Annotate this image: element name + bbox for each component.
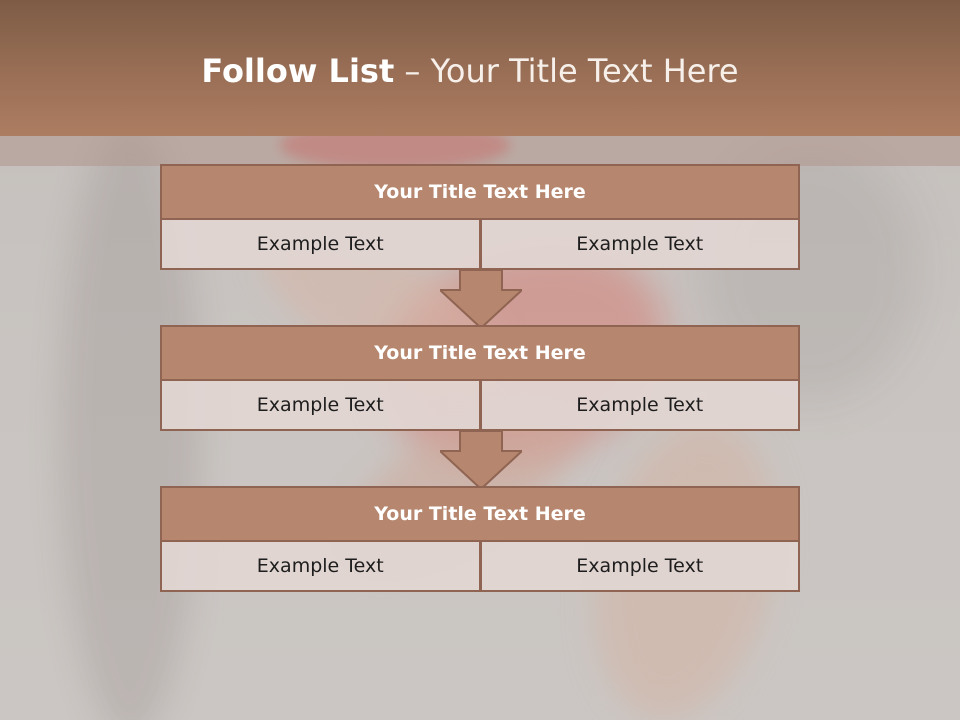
block-row: Example Text Example Text bbox=[160, 381, 800, 431]
slide-title-rest: – Your Title Text Here bbox=[394, 52, 739, 90]
block-cell-right: Example Text bbox=[480, 381, 800, 431]
list-block-1: Your Title Text Here Example Text Exampl… bbox=[160, 164, 800, 270]
block-cell-right: Example Text bbox=[480, 542, 800, 592]
block-cell-left: Example Text bbox=[160, 381, 481, 431]
block-title: Your Title Text Here bbox=[160, 164, 800, 220]
block-cell-left: Example Text bbox=[160, 220, 481, 270]
slide-title-bold: Follow List bbox=[201, 52, 395, 90]
block-title: Your Title Text Here bbox=[160, 486, 800, 542]
block-cell-right: Example Text bbox=[480, 220, 800, 270]
block-cell-left: Example Text bbox=[160, 542, 481, 592]
block-row: Example Text Example Text bbox=[160, 542, 800, 592]
slide-title: Follow List – Your Title Text Here bbox=[0, 52, 940, 90]
arrow-down-icon bbox=[440, 270, 522, 328]
block-title: Your Title Text Here bbox=[160, 325, 800, 381]
list-block-3: Your Title Text Here Example Text Exampl… bbox=[160, 486, 800, 592]
header-strip bbox=[0, 136, 960, 166]
list-block-2: Your Title Text Here Example Text Exampl… bbox=[160, 325, 800, 431]
block-row: Example Text Example Text bbox=[160, 220, 800, 270]
header-band bbox=[0, 0, 960, 136]
arrow-down-icon bbox=[440, 431, 522, 489]
